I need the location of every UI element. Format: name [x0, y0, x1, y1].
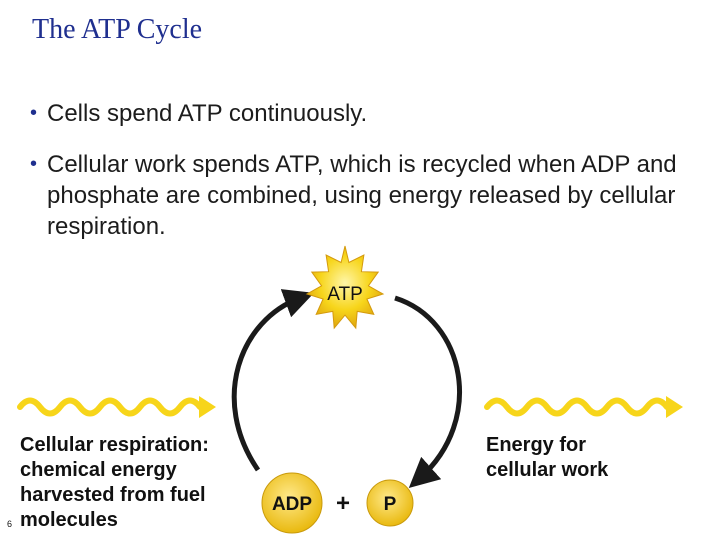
cellular-respiration-caption: Cellular respiration: chemical energy ha…	[20, 434, 209, 531]
arrow-from-atp-icon	[394, 295, 462, 488]
bullet-item: Cells spend ATP continuously.	[30, 98, 710, 129]
energy-wave-right-arrowhead-icon	[666, 396, 683, 418]
adp-label: ADP	[272, 494, 312, 515]
bullet-list: Cells spend ATP continuously. Cellular w…	[30, 98, 710, 262]
plus-sign: +	[336, 490, 350, 517]
slide-title: The ATP Cycle	[32, 14, 203, 45]
energy-wave-right-icon	[484, 397, 670, 417]
energy-wave-left-icon	[17, 397, 203, 417]
atp-star-icon	[305, 245, 385, 330]
adp-circle-icon	[261, 472, 323, 534]
energy-for-work-caption: Energy for cellular work	[486, 434, 609, 481]
bullet-item: Cellular work spends ATP, which is recyc…	[30, 149, 710, 242]
arrow-to-atp-icon	[231, 289, 315, 472]
phosphate-label: P	[384, 494, 397, 515]
energy-wave-left-arrowhead-icon	[199, 396, 216, 418]
slide-number: 6	[7, 519, 13, 529]
phosphate-circle-icon	[366, 479, 414, 527]
atp-label: ATP	[327, 284, 363, 305]
